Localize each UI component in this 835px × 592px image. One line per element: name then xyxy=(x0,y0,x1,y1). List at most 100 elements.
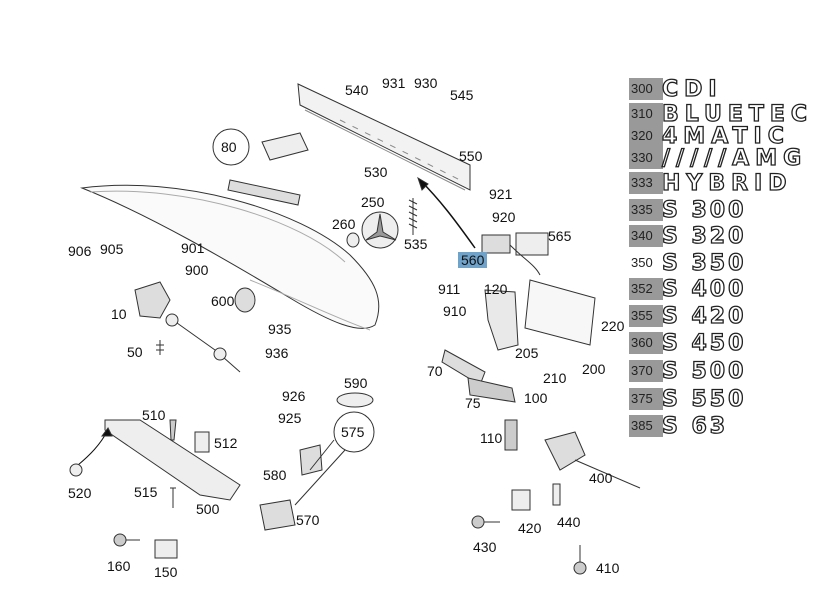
callout-200: 200 xyxy=(582,361,606,377)
callout-930: 930 xyxy=(414,75,438,91)
callout-515: 515 xyxy=(134,484,158,500)
emblem-code: 352 xyxy=(629,278,663,300)
emblem-code: 333 xyxy=(629,172,663,194)
emblem-lettering: S 550 xyxy=(661,387,747,412)
callout-420: 420 xyxy=(518,520,542,536)
callout-925: 925 xyxy=(278,410,302,426)
callout-70: 70 xyxy=(427,363,443,379)
callout-550: 550 xyxy=(459,148,483,164)
sensor-580 xyxy=(299,444,323,476)
emblem-lettering: S 400 xyxy=(661,277,747,302)
callout-901: 901 xyxy=(181,240,205,256)
emblem-code: 360 xyxy=(629,332,663,354)
callout-400: 400 xyxy=(589,470,613,486)
emblem-code: 320 xyxy=(629,125,663,147)
cap-590 xyxy=(336,392,374,408)
callout-250: 250 xyxy=(361,194,385,210)
callout-535: 535 xyxy=(404,236,428,252)
callout-440: 440 xyxy=(557,514,581,530)
callout-590: 590 xyxy=(344,375,368,391)
callout-910: 910 xyxy=(443,303,467,319)
emblem-code: 335 xyxy=(629,199,663,221)
callout-circle-80 xyxy=(212,128,250,166)
emblem-lettering: HYBRID xyxy=(661,171,793,196)
badge-plate-80 xyxy=(261,132,309,161)
plate-200 xyxy=(524,279,596,346)
callout-75: 75 xyxy=(465,395,481,411)
emblem-code: 375 xyxy=(629,388,663,410)
emblem-code: 300 xyxy=(629,78,663,100)
emblem-lettering: S 320 xyxy=(661,224,747,249)
callout-565: 565 xyxy=(548,228,572,244)
trim-500 xyxy=(104,419,241,501)
callout-560: 560 xyxy=(458,252,488,268)
callout-936: 936 xyxy=(265,345,289,361)
callout-110: 110 xyxy=(480,430,503,446)
bracket-120 xyxy=(484,289,519,351)
callout-600: 600 xyxy=(211,293,235,309)
callout-575: 575 xyxy=(341,424,365,440)
emblem-code: 310 xyxy=(629,103,663,125)
trunk-lid xyxy=(80,184,380,329)
clip-512 xyxy=(194,431,210,453)
emblem-lettering: S 500 xyxy=(661,359,747,384)
emblem-lettering: S 420 xyxy=(661,304,747,329)
emblem-lettering: 4MATIC xyxy=(661,124,790,149)
callout-931: 931 xyxy=(382,75,406,91)
callout-920: 920 xyxy=(492,209,516,225)
emblem-lettering: S 63 xyxy=(661,414,729,439)
callout-50: 50 xyxy=(127,344,143,360)
grommet-600 xyxy=(234,287,256,313)
callout-926: 926 xyxy=(282,388,306,404)
callout-10: 10 xyxy=(111,306,127,322)
callout-570: 570 xyxy=(296,512,320,528)
emblem-lettering: BLUETEC xyxy=(661,102,814,127)
callout-210: 210 xyxy=(543,370,567,386)
clip-440 xyxy=(552,483,561,506)
callout-921: 921 xyxy=(489,186,513,202)
callout-911: 911 xyxy=(438,281,461,297)
lock-unit-560 xyxy=(481,234,511,254)
emblem-lettering: S 300 xyxy=(661,198,747,223)
emblem-code: 370 xyxy=(629,360,663,382)
emblem-code: 385 xyxy=(629,415,663,437)
callout-260: 260 xyxy=(332,216,356,232)
clip-150 xyxy=(154,539,178,559)
callout-160: 160 xyxy=(107,558,131,574)
lock-400 xyxy=(544,431,586,471)
camera-570 xyxy=(259,499,296,531)
clip-420 xyxy=(511,489,531,511)
emblem-lettering: S 450 xyxy=(661,331,747,356)
lid-strip xyxy=(227,179,301,206)
trim-540 xyxy=(297,83,471,191)
module-565 xyxy=(515,232,549,256)
cylinder-110 xyxy=(504,419,518,451)
callout-220: 220 xyxy=(601,318,625,334)
latch-70 xyxy=(441,349,486,386)
callout-500: 500 xyxy=(196,501,220,517)
callout-906: 906 xyxy=(68,243,92,259)
emblem-code: 330 xyxy=(629,147,663,169)
callout-80: 80 xyxy=(221,139,237,155)
callout-150: 150 xyxy=(154,564,178,580)
callout-545: 545 xyxy=(450,87,474,103)
callout-205: 205 xyxy=(515,345,539,361)
arrow-560 xyxy=(419,179,476,249)
emblem-lettering: /////AMG xyxy=(661,146,808,171)
callout-580: 580 xyxy=(263,467,287,483)
callout-905: 905 xyxy=(100,241,124,257)
callout-430: 430 xyxy=(473,539,497,555)
callout-circle-575 xyxy=(333,411,375,453)
emblem-code: 355 xyxy=(629,305,663,327)
callout-510: 510 xyxy=(142,407,166,423)
emblem-code: 340 xyxy=(629,225,663,247)
callout-100: 100 xyxy=(524,390,548,406)
callout-410: 410 xyxy=(596,560,620,576)
callout-935: 935 xyxy=(268,321,292,337)
callout-900: 900 xyxy=(185,262,209,278)
callout-530: 530 xyxy=(364,164,388,180)
emblem-code: 350 xyxy=(631,255,653,270)
callout-512: 512 xyxy=(214,435,238,451)
emblem-lettering: S 350 xyxy=(661,251,747,276)
